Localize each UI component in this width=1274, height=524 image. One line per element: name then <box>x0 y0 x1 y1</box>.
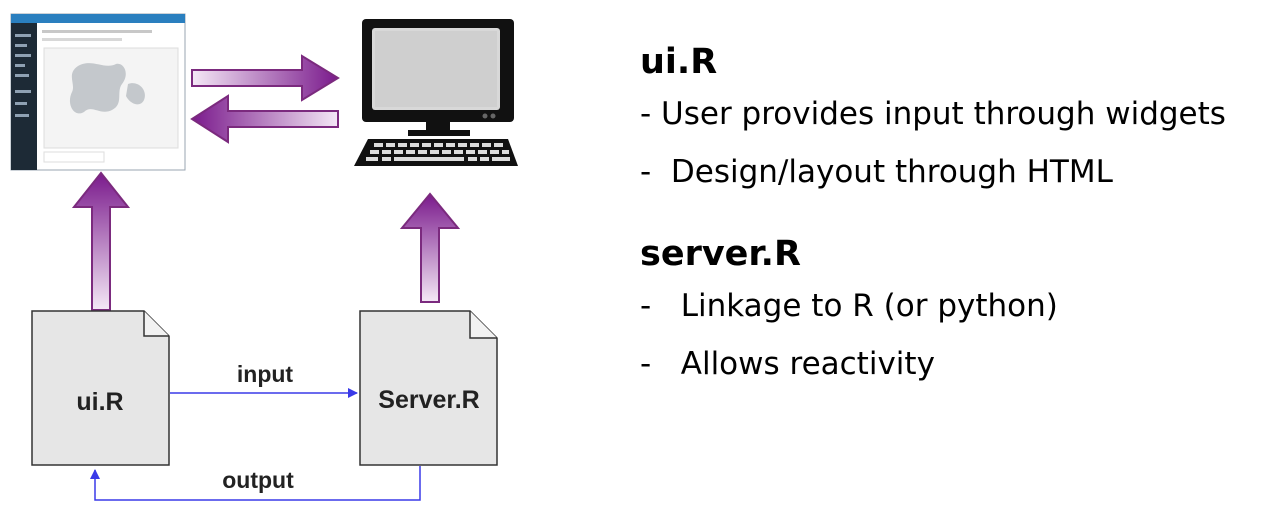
server-section: server.R - Linkage to R (or python) - Al… <box>640 230 1270 386</box>
ui-heading: ui.R <box>640 42 718 82</box>
server-bullet-1: - Linkage to R (or python) <box>640 288 1058 324</box>
arrow-up-from-ui <box>71 171 131 311</box>
arrow-left-to-app <box>190 94 339 144</box>
server-bullet-2: - Allows reactivity <box>640 346 935 382</box>
server-r-document: Server.R <box>359 310 498 466</box>
ui-r-label: ui.R <box>76 388 123 416</box>
output-flow-line <box>90 466 421 501</box>
arrow-right-to-computer <box>191 54 340 102</box>
ui-bullet-list: - User provides input through widgets - … <box>640 92 1270 194</box>
server-bullet-list: - Linkage to R (or python) - Allows reac… <box>640 284 1270 386</box>
app-screenshot-thumbnail <box>10 13 186 171</box>
computer-icon <box>354 19 518 166</box>
input-edge-label: input <box>237 361 294 387</box>
shiny-architecture-diagram: ui.R Server.R input output <box>10 13 518 501</box>
arrow-up-from-server <box>399 192 461 303</box>
ui-r-document: ui.R <box>31 310 170 466</box>
ui-section: ui.R - User provides input through widge… <box>640 38 1270 194</box>
ui-bullet-1: - User provides input through widgets <box>640 96 1226 132</box>
ui-bullet-2: - Design/layout through HTML <box>640 154 1113 190</box>
server-r-label: Server.R <box>378 386 479 414</box>
explanation-panel: ui.R - User provides input through widge… <box>640 38 1270 400</box>
output-edge-label: output <box>222 467 294 493</box>
server-heading: server.R <box>640 234 801 274</box>
